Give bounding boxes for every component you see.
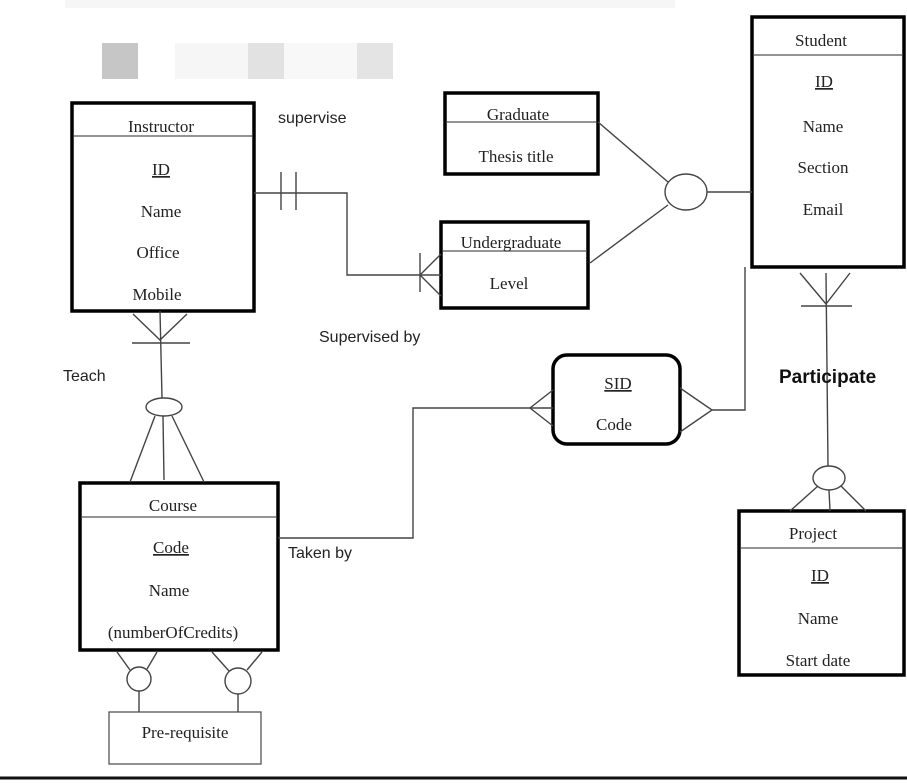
entity-attr: Level: [490, 274, 529, 293]
entity-title: Pre-requisite: [142, 723, 229, 742]
entity-attr: Office: [136, 243, 179, 262]
entity-title: Student: [795, 31, 847, 50]
entity-attr: Email: [803, 200, 844, 219]
label-participate: Participate: [779, 367, 876, 388]
entity-title: Graduate: [487, 105, 549, 124]
entity-instructor[interactable]: Instructor ID Name Office Mobile: [70, 101, 256, 313]
label-supervised-by: Supervised by: [319, 329, 420, 346]
entity-course[interactable]: Course Code Name (numberOfCredits): [78, 481, 280, 652]
generalization-student[interactable]: [589, 121, 752, 264]
label-teach: Teach: [63, 368, 106, 385]
entity-prerequisite[interactable]: Pre-requisite: [108, 711, 262, 765]
entity-key: ID: [815, 72, 833, 91]
entity-key: Code: [153, 538, 189, 557]
entity-attr: Section: [798, 158, 849, 177]
entity-attr: Mobile: [132, 285, 181, 304]
entity-title: Course: [149, 496, 197, 515]
entity-attr: (numberOfCredits): [108, 623, 238, 642]
relationship-participate[interactable]: [789, 272, 867, 512]
entity-student[interactable]: Student ID Name Section Email: [750, 15, 906, 269]
entity-key: ID: [152, 160, 170, 179]
entity-attr: Name: [141, 202, 182, 221]
entity-attr: Name: [149, 581, 190, 600]
entity-project[interactable]: Project ID Name Start date: [737, 509, 906, 677]
blur-artifacts: [65, 0, 675, 79]
relationship-supervise[interactable]: [254, 172, 442, 297]
entity-attr: Name: [798, 609, 839, 628]
entity-enrollment[interactable]: SID Code: [551, 353, 682, 446]
entity-key: SID: [604, 374, 631, 393]
relationship-teach[interactable]: [129, 310, 205, 483]
relationship-taken-by[interactable]: [278, 267, 746, 539]
entity-attr: Thesis title: [478, 147, 553, 166]
entity-title: Undergraduate: [461, 233, 562, 252]
entity-title: Project: [789, 524, 837, 543]
label-taken-by: Taken by: [288, 545, 352, 562]
entity-key: ID: [811, 566, 829, 585]
entity-title: Instructor: [128, 117, 194, 136]
entity-attr: Name: [803, 117, 844, 136]
entity-attr: Start date: [786, 651, 851, 670]
entity-attr: Code: [596, 415, 632, 434]
relationship-prerequisite[interactable]: [116, 651, 263, 712]
entity-undergraduate[interactable]: Undergraduate Level: [439, 220, 590, 310]
label-supervise: supervise: [278, 110, 347, 127]
entity-graduate[interactable]: Graduate Thesis title: [443, 91, 600, 176]
